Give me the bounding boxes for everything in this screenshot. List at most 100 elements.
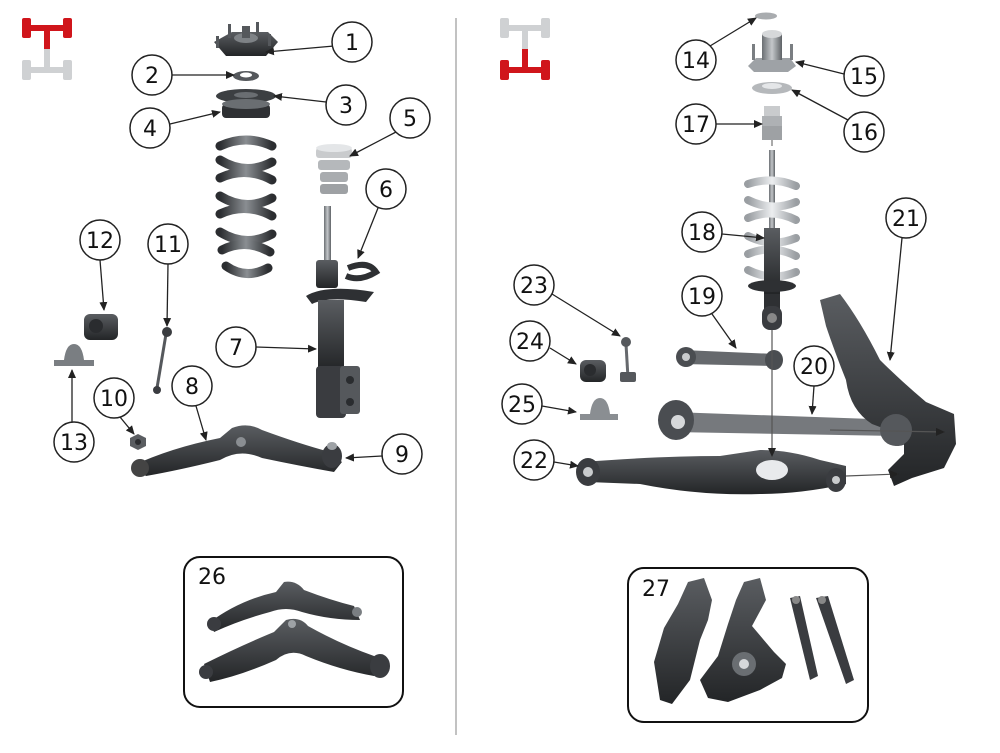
callout-leader bbox=[808, 385, 817, 415]
part-sway-bar-link bbox=[153, 327, 172, 394]
callout-circle bbox=[131, 54, 173, 96]
callout-20: 20 bbox=[793, 345, 835, 415]
callout-leader bbox=[169, 109, 221, 125]
callout-19: 19 bbox=[681, 275, 737, 349]
callout-number: 12 bbox=[86, 229, 114, 254]
callout-number: 19 bbox=[688, 285, 716, 310]
part-spring-clip bbox=[344, 261, 381, 282]
callout-3: 3 bbox=[273, 84, 367, 126]
part-front-lower-arm bbox=[131, 425, 342, 477]
part-rear-washer bbox=[755, 12, 777, 20]
part-rear-sway-bushing bbox=[580, 360, 606, 382]
callout-4: 4 bbox=[129, 107, 221, 149]
callout-number: 24 bbox=[516, 330, 544, 355]
part-strut-mount bbox=[214, 22, 278, 56]
callout-circle bbox=[93, 377, 135, 419]
inset-front-lower-arms: 26 bbox=[183, 556, 404, 708]
callout-circle bbox=[171, 365, 213, 407]
callout-number: 10 bbox=[100, 387, 128, 412]
callout-circle bbox=[331, 21, 373, 63]
callout-number: 9 bbox=[395, 443, 409, 468]
callout-circle bbox=[53, 421, 95, 463]
callout-leader bbox=[345, 453, 383, 462]
callout-leader bbox=[265, 45, 335, 56]
callout-leader bbox=[119, 416, 135, 435]
inset-front-lower-arms-label: 26 bbox=[198, 565, 226, 590]
callout-number: 22 bbox=[520, 449, 548, 474]
part-front-coil-spring bbox=[215, 135, 277, 278]
callout-12: 12 bbox=[79, 219, 121, 311]
callout-leader bbox=[711, 313, 737, 349]
callout-number: 7 bbox=[229, 336, 243, 361]
callout-21: 21 bbox=[885, 197, 927, 361]
callout-number: 13 bbox=[60, 431, 88, 456]
callout-24: 24 bbox=[509, 320, 577, 365]
callout-leader bbox=[195, 405, 208, 441]
callout-number: 20 bbox=[800, 355, 828, 380]
part-rear-sway-link bbox=[620, 337, 636, 382]
callout-number: 8 bbox=[185, 375, 199, 400]
callout-circle bbox=[513, 264, 555, 306]
callout-number: 15 bbox=[850, 65, 878, 90]
callout-leader bbox=[163, 263, 172, 327]
callout-leader bbox=[357, 207, 379, 259]
callout-leader bbox=[349, 131, 397, 157]
part-front-strut bbox=[306, 206, 374, 418]
part-rear-lower-arm bbox=[576, 450, 846, 495]
callout-25: 25 bbox=[501, 383, 577, 425]
callout-23: 23 bbox=[513, 264, 621, 337]
part-rear-bushing-bracket bbox=[580, 398, 618, 420]
callout-circle bbox=[681, 211, 723, 253]
callout-circle bbox=[793, 345, 835, 387]
callout-leader bbox=[791, 89, 849, 121]
callout-number: 6 bbox=[379, 178, 393, 203]
part-lock-nut bbox=[130, 434, 146, 450]
callout-5: 5 bbox=[349, 97, 431, 157]
callout-circle bbox=[843, 111, 885, 153]
callout-leader bbox=[255, 344, 317, 353]
callout-17: 17 bbox=[675, 103, 763, 145]
callout-leader bbox=[721, 233, 765, 242]
callout-circle bbox=[843, 55, 885, 97]
callout-circle bbox=[885, 197, 927, 239]
callout-circle bbox=[513, 439, 555, 481]
callout-number: 2 bbox=[145, 64, 159, 89]
callout-number: 21 bbox=[892, 207, 920, 232]
guide-line-4 bbox=[845, 470, 899, 479]
callout-leader bbox=[273, 92, 327, 103]
callout-number: 23 bbox=[520, 274, 548, 299]
callout-number: 3 bbox=[339, 94, 353, 119]
callout-circle bbox=[147, 223, 189, 265]
part-bearing-washer bbox=[233, 71, 259, 81]
callout-18: 18 bbox=[681, 211, 765, 253]
callout-7: 7 bbox=[215, 326, 317, 368]
callout-circle bbox=[675, 39, 717, 81]
part-bushing-bracket bbox=[54, 344, 94, 366]
callout-number: 5 bbox=[403, 107, 417, 132]
callout-number: 17 bbox=[682, 113, 710, 138]
part-rear-mount bbox=[748, 30, 796, 72]
guide-line-3 bbox=[829, 427, 945, 436]
callout-number: 25 bbox=[508, 393, 536, 418]
axle-front-icon bbox=[22, 18, 72, 80]
callout-2: 2 bbox=[131, 54, 235, 96]
part-rear-bump-stop bbox=[762, 106, 782, 140]
callout-15: 15 bbox=[795, 55, 885, 97]
callout-number: 11 bbox=[154, 233, 182, 258]
callout-circle bbox=[381, 433, 423, 475]
callout-number: 4 bbox=[143, 117, 157, 142]
axle-rear-icon bbox=[500, 18, 550, 80]
callout-8: 8 bbox=[171, 365, 213, 441]
callout-6: 6 bbox=[357, 168, 407, 259]
callout-10: 10 bbox=[93, 377, 135, 435]
part-rear-upper-link bbox=[676, 347, 783, 370]
callout-leader bbox=[99, 259, 108, 311]
callout-14: 14 bbox=[675, 17, 757, 81]
callout-16: 16 bbox=[791, 89, 885, 153]
part-rear-shock bbox=[744, 150, 800, 330]
inset-rear-knuckle-links-label: 27 bbox=[642, 577, 670, 602]
callout-circle bbox=[681, 275, 723, 317]
part-bump-stop bbox=[316, 144, 352, 194]
callout-number: 14 bbox=[682, 49, 710, 74]
